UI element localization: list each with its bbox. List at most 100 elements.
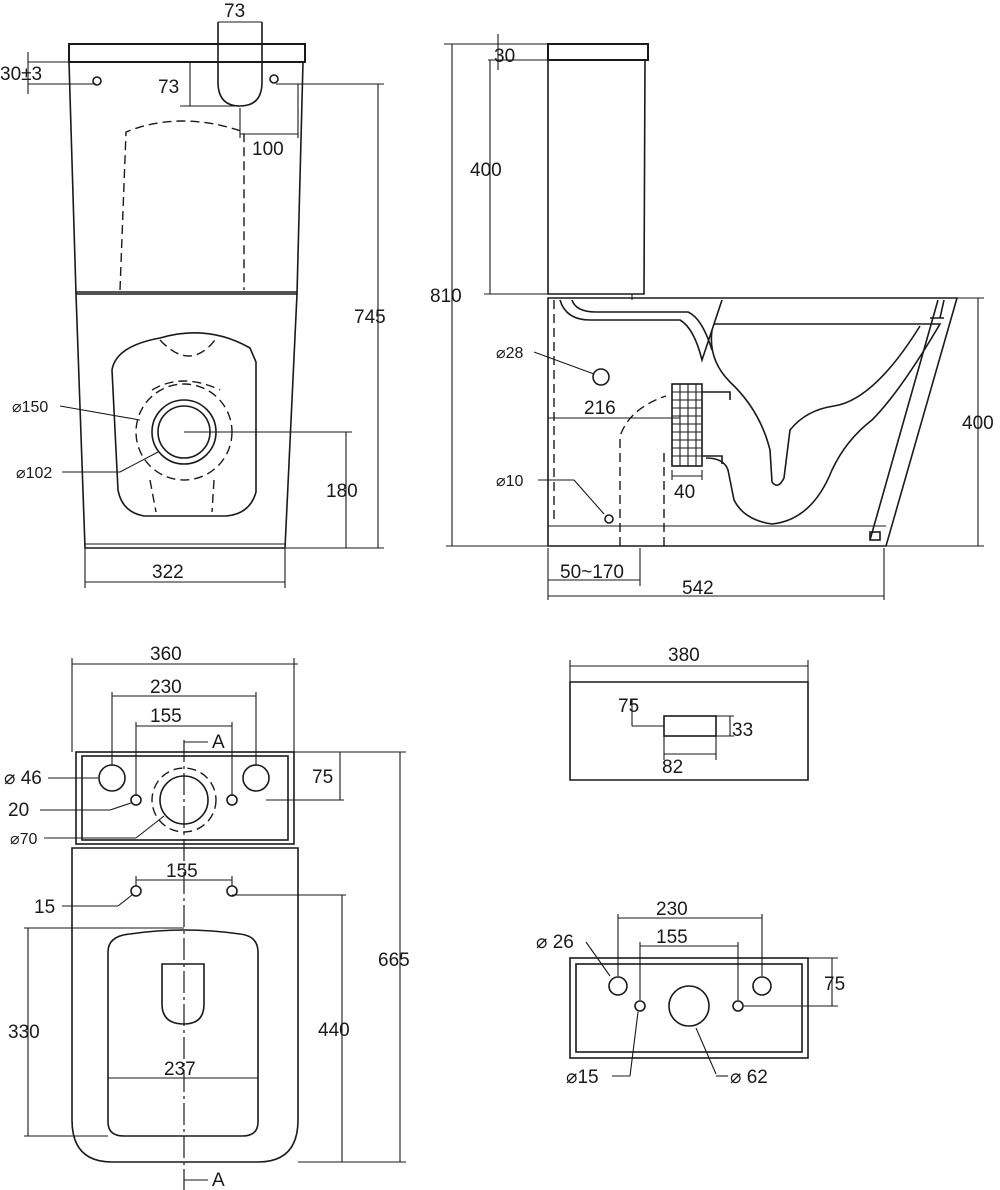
side-cistern-body: [547, 59, 646, 295]
dim-button-offset: 75: [618, 696, 639, 717]
dim-fixing-hole: ⌀10: [496, 473, 524, 490]
dim-overall-height: 810: [430, 286, 462, 307]
front-cistern-lid: [68, 43, 306, 63]
cistern-hole-right: [752, 976, 772, 996]
section-label-top: A: [212, 732, 225, 753]
side-bowl-outline: [547, 297, 959, 547]
dim-seat-spacing: 155: [166, 861, 198, 882]
lid-button: [663, 715, 717, 737]
leader-line: [109, 802, 132, 811]
dim-hole-46: ⌀ 46: [4, 768, 42, 789]
leader-line: [585, 941, 611, 977]
dim-inlet-offset: 100: [252, 139, 284, 160]
dim-lid-width: 380: [668, 645, 700, 666]
front-view: 73 30±3 73 100 745 ⌀150 ⌀102 180 322: [0, 1, 386, 588]
dim-cistern-hole-26: ⌀ 26: [536, 932, 574, 953]
dim-total-height: 745: [354, 307, 386, 328]
section-label-bottom: A: [212, 1170, 225, 1190]
front-fixing-hole-right: [269, 74, 279, 84]
plan-bowl-outline: [71, 847, 299, 1163]
front-trap: [149, 380, 221, 513]
dim-inlet-drop: 73: [158, 77, 179, 98]
side-outlet-pipe: [671, 383, 703, 467]
dim-button-height: 33: [732, 720, 753, 741]
side-flush-channel: [559, 299, 723, 363]
dim-tank-depth: 75: [312, 767, 333, 788]
dim-bowl-length: 440: [318, 1020, 350, 1041]
lid-view: 380 75 33 82: [569, 645, 809, 781]
side-inner-rim: [869, 299, 945, 541]
leader-line: [135, 815, 165, 839]
plan-small-hole-right: [226, 794, 238, 806]
dim-inlet-hole: ⌀28: [496, 345, 524, 362]
cistern-small-hole-right: [732, 1000, 744, 1012]
leader-line: [59, 405, 141, 421]
side-base-foot: [869, 531, 881, 541]
dim-overall-length: 665: [378, 950, 410, 971]
dim-outlet-height: 180: [326, 481, 358, 502]
dim-cistern-hole-15: ⌀15: [566, 1067, 599, 1088]
plan-tank-inner: [81, 755, 289, 841]
dim-cistern-top: 30: [494, 46, 515, 67]
dim-tank-width-top: 73: [224, 1, 245, 22]
dim-seat-length: 330: [8, 1022, 40, 1043]
side-outlet-hatch: [672, 384, 702, 466]
lid-outline: [569, 681, 809, 781]
dim-cistern-height: 400: [470, 160, 502, 181]
plan-seat-outline: [107, 929, 259, 1137]
front-fixing-hole-left: [92, 76, 102, 86]
front-cistern-inner: [119, 120, 245, 291]
front-inlet-slot: [217, 22, 263, 107]
dim-tank-offset: 30±3: [0, 64, 42, 85]
side-inlet-hole: [592, 368, 610, 386]
dim-overall-depth: 542: [682, 578, 714, 599]
leader-line: [573, 479, 605, 515]
front-bowl-rim: [111, 332, 257, 517]
plan-small-hole-left: [130, 794, 142, 806]
leader-line: [119, 451, 159, 473]
cistern-base-outline: [569, 957, 809, 1059]
plan-bowl-opening: [161, 963, 205, 1025]
side-bowl-trap: [710, 325, 921, 486]
cistern-base-view: 230 155 ⌀ 26 75 ⌀15 ⌀ 62: [536, 899, 845, 1088]
dim-bowl-outer-diameter: ⌀150: [12, 399, 48, 416]
cistern-small-hole-left: [634, 1000, 646, 1012]
front-bowl-inner: [159, 339, 216, 357]
side-cistern-lid: [547, 43, 649, 61]
plan-view: 360 230 155 A A ⌀ 46 20 ⌀70 75 155 15: [4, 644, 410, 1190]
dim-outlet-distance: 50~170: [560, 562, 624, 583]
dim-hole-spacing-inner: 155: [150, 706, 182, 727]
dim-outlet-diameter: ⌀102: [16, 465, 52, 482]
side-outlet-spigot: [702, 391, 731, 464]
leader-line: [629, 1011, 639, 1077]
cistern-base-inner: [575, 963, 803, 1053]
side-bowl-inner: [705, 323, 942, 525]
dim-base-width: 322: [152, 562, 184, 583]
side-fixing-hole: [604, 514, 614, 524]
dim-cistern-depth: 75: [824, 974, 845, 995]
cistern-hole-left: [608, 976, 628, 996]
plan-hole-right: [242, 764, 270, 792]
dim-cistern-hole-spacing-outer: 230: [656, 899, 688, 920]
dim-tank-width: 360: [150, 644, 182, 665]
leader-line: [533, 351, 595, 375]
dim-hole-70: ⌀70: [10, 831, 38, 848]
dim-outlet-pipe: 40: [674, 482, 695, 503]
front-cistern-body: [68, 61, 304, 295]
dim-cistern-hole-spacing-inner: 155: [656, 927, 688, 948]
dim-bowl-height: 400: [962, 413, 994, 434]
dim-seat-hole: 15: [34, 897, 55, 918]
side-view: 30 400 810 ⌀28 216 40 ⌀10 400 50~170 542: [430, 34, 994, 600]
dim-outlet-height: 216: [584, 398, 616, 419]
leader-line: [695, 1027, 717, 1075]
dim-hole-spacing-outer: 230: [150, 677, 182, 698]
side-floor-pipe: [619, 395, 667, 546]
dim-cistern-hole-62: ⌀ 62: [730, 1067, 768, 1088]
plan-hole-left: [98, 764, 126, 792]
leader-line: [117, 894, 133, 907]
dim-bowl-width: 237: [164, 1059, 196, 1080]
plan-tank: [75, 751, 295, 845]
dim-button-width: 82: [662, 757, 683, 778]
dim-hole-20: 20: [8, 800, 29, 821]
